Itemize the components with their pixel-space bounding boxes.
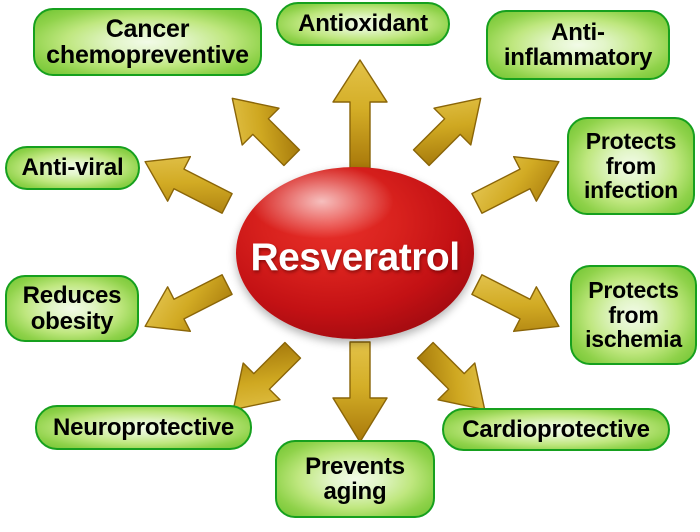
arrow-left-up [136,140,238,226]
node-label-line: Prevents [305,452,405,480]
node-reduces-obesity[interactable]: Reduces obesity [5,275,139,342]
arrow-down [330,340,390,444]
node-neuroprotective[interactable]: Neuroprotective [35,405,252,450]
arrow-right-up [466,140,568,226]
node-anti-inflammatory[interactable]: Anti- inflammatory [486,10,670,80]
node-label-line: inflammatory [503,44,653,71]
node-label-line: obesity [30,307,114,335]
node-label-line: ischemia [585,326,682,353]
arrow-up-right [410,82,492,174]
arrow-up-left [222,82,302,174]
node-label-line: infection [583,177,679,204]
center-node-resveratrol: Resveratrol [236,167,474,339]
node-label-line: Protects [588,277,679,304]
node-label-line: Cancer [105,14,190,43]
node-label-line: Anti-viral [21,154,124,182]
node-cardioprotective[interactable]: Cardioprotective [442,408,670,451]
node-anti-viral[interactable]: Anti-viral [5,146,140,190]
node-label-line: Cardioprotective [462,415,650,443]
node-label-line: from [605,152,657,179]
node-prevents-aging[interactable]: Prevents aging [275,440,435,518]
node-label-line: Anti- [551,18,605,46]
arrow-down-left [220,334,306,426]
arrow-left-down [136,262,238,348]
node-protects-from-infection[interactable]: Protects from infection [567,117,695,215]
arrow-down-right [412,334,498,426]
node-label-line: Neuroprotective [52,413,235,441]
node-label-line: aging [323,478,387,505]
node-antioxidant[interactable]: Antioxidant [276,2,450,46]
node-label-line: Protects [585,128,677,155]
arrow-right-down [466,262,568,348]
node-label-line: Reduces [22,282,122,310]
node-label-line: chemopreventive [46,41,249,69]
node-label-line: from [608,301,659,328]
node-protects-from-ischemia[interactable]: Protects from ischemia [570,265,697,365]
node-cancer-chemopreventive[interactable]: Cancer chemopreventive [33,8,262,76]
node-label-line: Antioxidant [298,10,428,38]
arrow-up [330,58,390,170]
center-node-label: Resveratrol [250,236,460,279]
